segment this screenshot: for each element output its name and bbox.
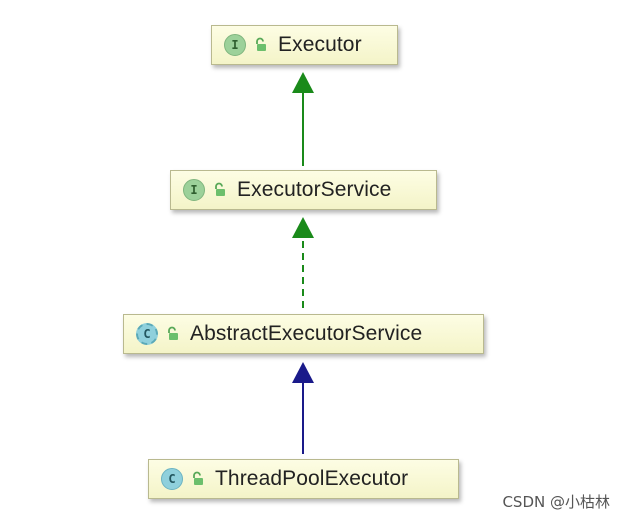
arrowhead-executorservice bbox=[292, 217, 314, 238]
interface-badge-icon: I bbox=[183, 179, 205, 201]
node-executorservice: I ExecutorService bbox=[170, 170, 437, 210]
open-lock-icon bbox=[193, 471, 203, 485]
arrowhead-executor bbox=[292, 72, 314, 93]
node-abstractexecutorservice: C AbstractExecutorService bbox=[123, 314, 484, 354]
interface-badge-icon: I bbox=[224, 34, 246, 56]
node-executor: I Executor bbox=[211, 25, 398, 65]
watermark: CSDN @小枯林 bbox=[502, 493, 610, 511]
open-lock-icon bbox=[256, 37, 266, 51]
node-label: ExecutorService bbox=[237, 178, 392, 201]
class-badge-icon: C bbox=[161, 468, 183, 490]
node-threadpoolexecutor: C ThreadPoolExecutor bbox=[148, 459, 459, 499]
node-label: Executor bbox=[278, 33, 362, 56]
node-label: AbstractExecutorService bbox=[190, 322, 423, 345]
abstract-class-badge-icon: C bbox=[136, 323, 158, 345]
open-lock-icon bbox=[215, 182, 225, 196]
arrowhead-abstractexecutorservice bbox=[292, 362, 314, 383]
node-label: ThreadPoolExecutor bbox=[215, 467, 409, 490]
open-lock-icon bbox=[168, 326, 178, 340]
